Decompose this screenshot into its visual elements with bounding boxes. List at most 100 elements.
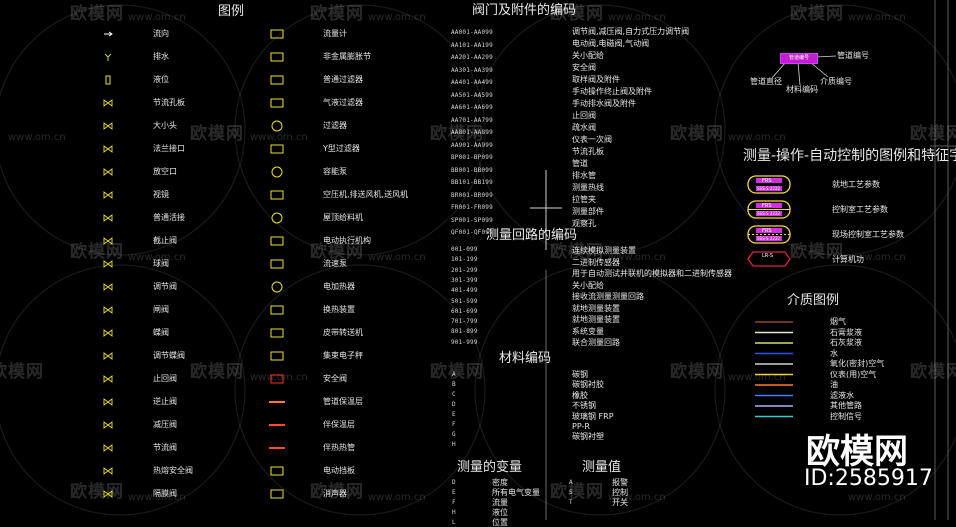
- material-letter: H: [452, 441, 456, 448]
- pipe-tag-label-diameter: 管道直径: [750, 77, 782, 86]
- material-name: PP-R: [572, 422, 590, 431]
- legend-icon-ball-icon: [103, 260, 113, 268]
- legend-left-label: 流向: [153, 29, 169, 38]
- loop-code: 001-099: [451, 246, 478, 253]
- valve-name: 关小配给: [572, 51, 604, 60]
- valve-name: 手动操作终止阀及附件: [572, 87, 652, 96]
- legend-icon-Y-icon: [104, 53, 112, 61]
- valve-name: 拉管夹: [572, 195, 596, 204]
- material-letter: F: [452, 421, 456, 428]
- legend-left-label: 节流阀: [153, 443, 177, 452]
- medium-name: 石灰浆液: [830, 338, 862, 347]
- watermark-url: www.om.cn: [848, 492, 906, 503]
- loop-name: 用于自动测试并联机的模拟器和二进制传感器: [572, 269, 732, 278]
- valve-code: SP001-SP099: [451, 216, 493, 224]
- watermark-text: 欧模网: [670, 124, 724, 144]
- material-name: 碳钢衬塑: [572, 432, 604, 442]
- medium-name: 烟气: [830, 317, 846, 326]
- watermark-url: www.om.cn: [848, 252, 906, 263]
- pipe-tag-label-medium: 介质编号: [820, 77, 852, 86]
- legend-mid-symbol-icon: [270, 351, 284, 361]
- measure-label: 控制室工艺参数: [832, 205, 888, 214]
- loop-code: 601-699: [451, 307, 478, 315]
- loop-code: 401-499: [451, 287, 478, 295]
- measure-label: 就地工艺参数: [832, 180, 880, 189]
- medium-name: 仪表(用)空气: [830, 369, 877, 379]
- legend-left-label: 视镜: [153, 190, 169, 199]
- watermark-arc: [234, 264, 486, 516]
- watermark-text: 欧模网: [430, 362, 484, 382]
- legend-icon-reducer-icon: [103, 122, 113, 130]
- variable-letter: L: [452, 519, 456, 526]
- loop-code: 201-299: [451, 266, 478, 274]
- material-letter: B: [452, 381, 456, 388]
- legend-mid-label: 电动执行机构: [323, 236, 371, 245]
- valve-name: 电动阀,电磁阀,气动阀: [572, 39, 650, 48]
- valve-code: AA601-AA699: [451, 104, 493, 111]
- measure-badge-top: LR-S: [762, 253, 774, 259]
- legend-left-label: 调节阀: [153, 282, 177, 291]
- legend-mid-label: 换热装置: [323, 305, 355, 314]
- medium-name: 滤液水: [830, 390, 854, 400]
- valve-name: 测量部件: [572, 207, 604, 216]
- watermark-text: 欧模网: [790, 4, 844, 24]
- legend-mid-symbol-icon: [270, 29, 284, 39]
- legend-mid-symbol-icon: [270, 190, 284, 200]
- watermark-url: www.om.cn: [848, 12, 906, 23]
- valve-name: 取样阀及附件: [572, 75, 620, 84]
- watermark-text: 欧模网: [310, 242, 364, 262]
- valve-code: AA201-AA299: [451, 54, 493, 61]
- legend-mid-label: 屋顶给料机: [323, 213, 363, 222]
- legend-mid-symbol-icon: [270, 98, 284, 108]
- watermark-text: 欧模网: [550, 242, 604, 262]
- watermark-text: 欧模网: [790, 242, 844, 262]
- legend-left-label: 止回阀: [153, 374, 177, 383]
- material-letter: A: [452, 371, 456, 378]
- measure-badge-icon: [747, 225, 791, 244]
- value-letter: A: [569, 479, 573, 486]
- heading-legend: 图例: [218, 4, 245, 19]
- variable-name: 所有电气变量: [492, 488, 540, 497]
- value-letter: S: [569, 489, 573, 496]
- valve-code: AA001-AA099: [451, 29, 493, 36]
- legend-mid-label: 电动挡板: [323, 466, 355, 475]
- valve-code: QF001-QF099: [451, 229, 493, 236]
- medium-name: 水: [830, 348, 838, 358]
- loop-name: 接收流测量测量回路: [572, 292, 644, 301]
- valve-code: BP001-BP099: [451, 154, 493, 161]
- watermark-url: www.om.cn: [128, 12, 186, 23]
- heading-valves: 阀门及附件的编码: [472, 3, 577, 18]
- legend-icon-arrow-icon: [104, 31, 113, 37]
- variable-letter: D: [452, 479, 456, 486]
- loop-name: 就地测量装置: [572, 315, 620, 324]
- legend-mid-label: 过滤器: [323, 121, 347, 130]
- loop-name: 系统变量: [572, 326, 604, 336]
- value-name: 报警: [612, 478, 628, 487]
- watermark-url: www.om.cn: [728, 372, 786, 383]
- watermark-text: 欧模网: [550, 482, 604, 502]
- watermark-url: www.om.cn: [128, 492, 186, 503]
- valve-name: 手动排水阀及附件: [572, 99, 636, 108]
- valve-code: AA701-AA799: [451, 116, 493, 124]
- watermark-text: 欧模网: [310, 4, 364, 24]
- material-name: 碳钢: [572, 370, 588, 379]
- valve-code: AA901-AA999: [451, 141, 493, 149]
- valve-name: 安全阀: [572, 63, 596, 72]
- watermark-text: 欧模网: [670, 362, 724, 382]
- legend-icon-prv-icon: [103, 421, 113, 429]
- legend-mid-symbol-icon: [270, 466, 284, 476]
- variable-name: 位置: [492, 518, 508, 527]
- legend-left-label: 逆止阀: [153, 397, 177, 406]
- variable-name: 流量: [492, 498, 508, 507]
- measure-badge-top: FRS: [762, 178, 772, 184]
- variable-letter: E: [452, 489, 456, 496]
- material-name: 玻璃钢 FRP: [572, 411, 614, 421]
- watermark-text: 欧模网: [910, 362, 956, 382]
- measure-badge-bottom: SSS-S 2222: [757, 236, 781, 241]
- valve-code: AA401-AA499: [451, 79, 493, 86]
- legend-left-label: 液位: [153, 75, 169, 84]
- heading-variables: 测量的变量: [457, 460, 523, 475]
- legend-mid-label: 消声器: [323, 489, 347, 498]
- legend-mid-label: 普通过滤器: [323, 75, 363, 84]
